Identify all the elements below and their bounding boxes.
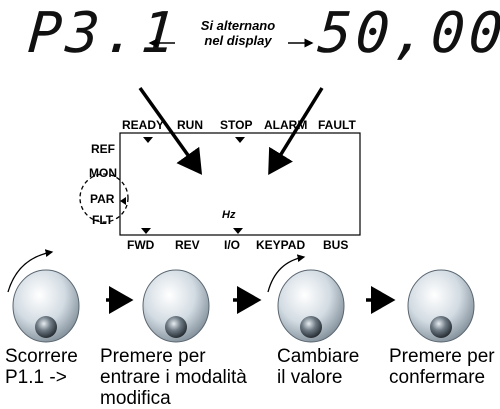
knob-4[interactable] bbox=[407, 269, 475, 343]
status-fwd: FWD bbox=[127, 238, 155, 252]
knob-3[interactable] bbox=[277, 269, 345, 343]
status-stop: STOP bbox=[220, 118, 253, 132]
step-2-line-2: entrare i modalità bbox=[100, 367, 247, 388]
indicator-par-icon bbox=[120, 197, 126, 205]
step-2-line-3: modifica bbox=[100, 388, 171, 409]
note-line-1: Si alternano bbox=[200, 18, 276, 33]
indicator-stop-icon bbox=[235, 137, 245, 143]
mode-ref: REF bbox=[91, 142, 115, 156]
mode-mon: MON bbox=[89, 166, 117, 180]
status-ready: READY bbox=[122, 118, 165, 132]
status-alarm: ALARM bbox=[264, 118, 308, 132]
status-fault: FAULT bbox=[318, 118, 356, 132]
pointer-arrow-right-icon bbox=[268, 87, 324, 175]
knob-1[interactable] bbox=[12, 269, 80, 343]
alternate-display-note: Si alternano nel display bbox=[178, 18, 298, 48]
step-3-line-2: il valore bbox=[277, 367, 343, 388]
step-1-line-1: Scorrere bbox=[5, 346, 78, 367]
status-run: RUN bbox=[177, 118, 203, 132]
indicator-ready-icon bbox=[143, 137, 153, 143]
par-highlight-circle bbox=[79, 173, 129, 223]
pointer-arrow-left-icon bbox=[138, 86, 203, 175]
step-caption-1: Scorrere P1.1 -> bbox=[5, 346, 78, 388]
lcd-frame bbox=[119, 132, 361, 236]
status-keypad: KEYPAD bbox=[256, 238, 306, 252]
step-1-line-2: P1.1 -> bbox=[5, 367, 67, 388]
step-3-line-1: Cambiare bbox=[277, 346, 360, 367]
status-rev: REV bbox=[175, 238, 200, 252]
rotate-arc-icon-1 bbox=[7, 249, 54, 293]
step-caption-2: Premere per entrare i modalità modifica bbox=[100, 346, 247, 409]
step-4-line-2: confermare bbox=[389, 367, 486, 388]
rotate-arc-icon-3 bbox=[267, 254, 306, 293]
mode-par: PAR bbox=[90, 192, 115, 206]
note-line-2: nel display bbox=[204, 33, 272, 48]
knob-2[interactable] bbox=[142, 269, 210, 343]
step-2-line-1: Premere per bbox=[100, 346, 206, 367]
indicator-fwd-icon bbox=[141, 228, 151, 234]
step-caption-4: Premere per confermare bbox=[389, 346, 495, 388]
status-io: I/O bbox=[224, 238, 241, 252]
step-caption-3: Cambiare il valore bbox=[277, 346, 359, 388]
indicator-io-icon bbox=[233, 228, 243, 234]
mode-flt: FLT bbox=[92, 213, 114, 227]
unit-hz: Hz bbox=[222, 209, 236, 221]
status-bus: BUS bbox=[323, 238, 349, 252]
step-4-line-1: Premere per bbox=[389, 346, 495, 367]
